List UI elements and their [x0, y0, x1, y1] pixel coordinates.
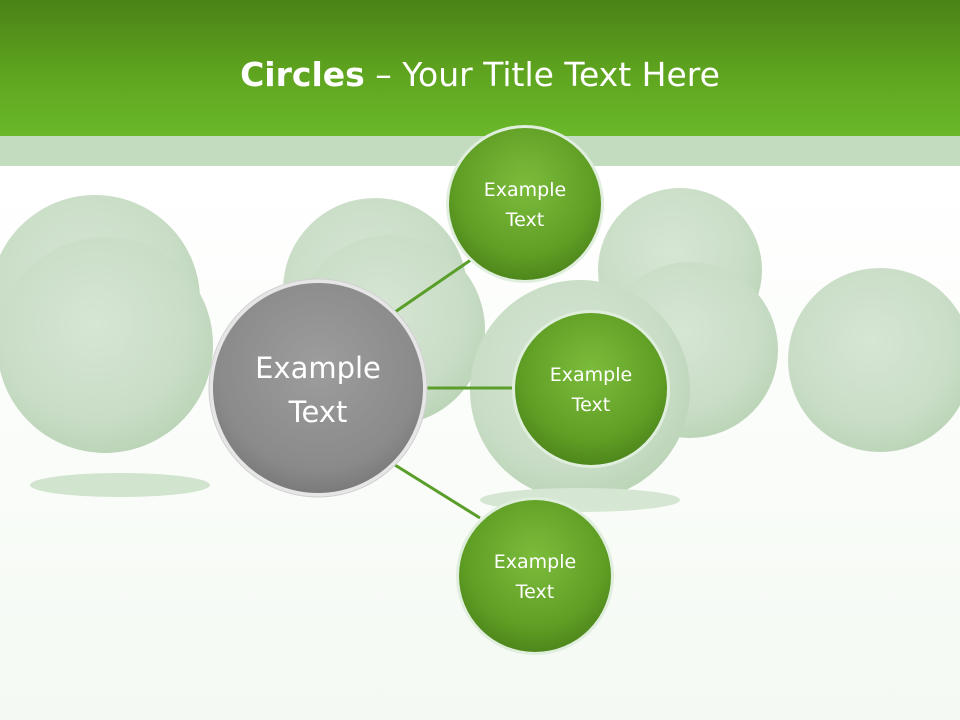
center-label-line1: Example	[255, 351, 381, 385]
center-label-line2: Text	[288, 395, 348, 429]
marble-front-left	[0, 237, 213, 453]
marble-far-right	[788, 268, 960, 452]
connector-top	[394, 253, 479, 314]
node-2-circle	[515, 313, 667, 465]
node-3-label-line2: Text	[515, 581, 555, 603]
node-2-label-line1: Example	[549, 364, 633, 386]
node-2-label-line2: Text	[571, 394, 611, 416]
node-3-circle	[459, 500, 611, 652]
node-1-label-line1: Example	[483, 179, 567, 201]
node-1-circle	[449, 128, 601, 280]
slide-title[interactable]: Circles – Your Title Text Here	[0, 52, 960, 98]
slide-title-rest: – Your Title Text Here	[364, 55, 720, 94]
node-3-label[interactable]: Example Text	[465, 547, 605, 607]
node-3-label-line1: Example	[493, 551, 577, 573]
slide-title-bold: Circles	[240, 55, 365, 94]
center-label[interactable]: Example Text	[218, 346, 418, 434]
title-bar	[0, 0, 960, 136]
marble-reflection-left	[30, 473, 210, 497]
node-1-label[interactable]: Example Text	[455, 175, 595, 235]
node-2-label[interactable]: Example Text	[521, 360, 661, 420]
connector-bottom	[394, 463, 481, 520]
node-1-label-line2: Text	[505, 209, 545, 231]
center-circle	[213, 283, 423, 493]
